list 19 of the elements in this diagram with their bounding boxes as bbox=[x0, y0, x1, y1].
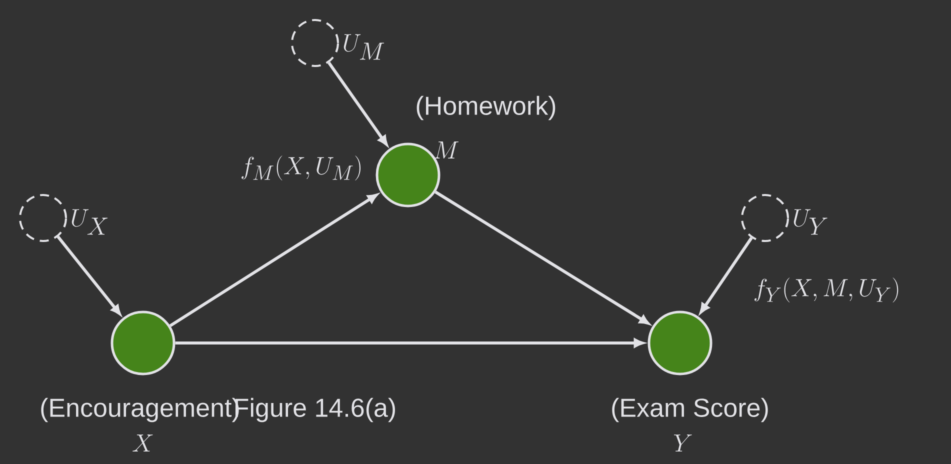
node-label: $Y$ bbox=[674, 434, 692, 452]
function-label: $f_Y(X, M, U_Y)$ bbox=[754, 278, 898, 302]
arrow bbox=[328, 62, 388, 146]
noise-node: $U_Y$ bbox=[741, 194, 828, 242]
arrow bbox=[700, 237, 753, 314]
node-label: $M$ bbox=[434, 142, 459, 159]
node-label: $U_M$ bbox=[344, 34, 384, 60]
variable-node: (Exam Score) $Y$ bbox=[612, 310, 768, 452]
function-label: $f_M(X, U_M)$ bbox=[242, 156, 361, 180]
noise-node: $U_M$ bbox=[291, 19, 384, 67]
node-label: $U_X$ bbox=[72, 209, 108, 235]
node-label: (Homework) bbox=[416, 96, 556, 120]
node-label: $U_Y$ bbox=[794, 209, 828, 235]
node-label: (Exam Score) bbox=[612, 398, 768, 422]
noise-node: $U_X$ bbox=[19, 194, 108, 242]
arrow bbox=[434, 190, 650, 325]
node-label: $X$ bbox=[132, 434, 153, 452]
arrow bbox=[56, 236, 121, 315]
variable-node: (Homework) $M$ bbox=[376, 96, 556, 208]
